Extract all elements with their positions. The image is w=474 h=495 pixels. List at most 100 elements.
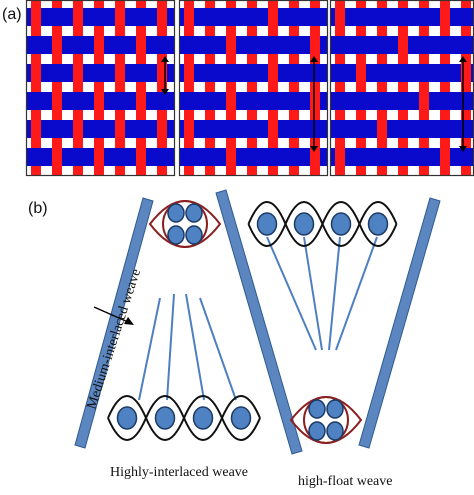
warp-yarn — [226, 0, 236, 176]
weave-border — [25, 0, 176, 177]
annotation-arrow — [93, 306, 134, 325]
warp-over-weft — [377, 120, 387, 138]
warp-yarn — [335, 0, 345, 176]
weaving-yarn — [107, 395, 261, 441]
warp-yarn — [73, 0, 83, 176]
warp-over-weft — [356, 64, 366, 82]
warp-over-weft — [157, 8, 167, 26]
weft-yarn — [330, 8, 474, 26]
warp-over-weft — [157, 64, 167, 82]
warp-over-weft — [440, 8, 450, 26]
warp-over-weft — [398, 36, 408, 54]
weft-yarn — [26, 64, 175, 82]
warp-yarn — [440, 0, 450, 176]
warp-yarn — [289, 0, 299, 176]
warp-over-weft — [52, 36, 62, 54]
warp-yarn — [419, 0, 429, 176]
warp-yarn — [184, 0, 194, 176]
warp-over-weft — [335, 8, 345, 26]
warp-yarn — [31, 0, 41, 176]
fiber-cross-section — [154, 406, 176, 430]
high-float-weave-caption: high-float weave — [298, 474, 392, 489]
warp-yarn — [356, 0, 366, 176]
warp-yarn — [268, 0, 278, 176]
fiber-cross-section — [116, 406, 138, 430]
warp-over-weft — [268, 120, 278, 138]
warp-over-weft — [310, 92, 320, 110]
weave-pattern-interlaced — [25, 0, 176, 177]
weft-yarn — [26, 120, 175, 138]
warp-yarn — [377, 0, 387, 176]
weave-pattern-medium-float — [178, 0, 329, 177]
medium-interlaced-weave-label: Medium-interlaced weave — [85, 267, 145, 411]
warp-over-weft — [31, 64, 41, 82]
warp-over-weft — [115, 8, 125, 26]
weft-yarn — [179, 92, 328, 110]
weft-yarn — [330, 92, 474, 110]
fiber-lines-left — [138, 293, 237, 401]
warp-over-weft — [268, 64, 278, 82]
warp-over-weft — [136, 92, 146, 110]
weft-yarn — [330, 120, 474, 138]
warp-over-weft — [115, 120, 125, 138]
warp-over-weft — [184, 8, 194, 26]
warp-over-weft — [31, 8, 41, 26]
arrow-head — [459, 56, 467, 62]
warp-over-weft — [440, 148, 450, 166]
panel-b: (b) — [28, 189, 441, 489]
panel-a-label: (a) — [2, 6, 22, 23]
fiber-lines-right — [266, 236, 378, 351]
warp-over-weft — [268, 8, 278, 26]
fiber-bundle-top — [148, 200, 222, 248]
warp-over-weft — [115, 64, 125, 82]
arrow-head — [310, 56, 318, 62]
warp-over-weft — [157, 120, 167, 138]
warp-over-weft — [184, 120, 194, 138]
warp-over-weft — [184, 64, 194, 82]
fiber-bundle-bottom — [289, 396, 363, 444]
weave-pattern-high-float — [329, 0, 474, 177]
warp-over-weft — [226, 148, 236, 166]
warp-over-weft — [52, 92, 62, 110]
warp-over-weft — [52, 148, 62, 166]
warp-over-weft — [73, 120, 83, 138]
warp-over-weft — [94, 92, 104, 110]
warp-over-weft — [136, 36, 146, 54]
warp-over-weft — [310, 36, 320, 54]
weft-yarn — [330, 148, 474, 166]
warp-over-weft — [94, 148, 104, 166]
yarn-cross-section-chain-bottom — [107, 395, 261, 441]
weave-border — [178, 0, 329, 177]
warp-yarn — [461, 0, 471, 176]
arrow-head — [161, 56, 169, 62]
warp-over-weft — [73, 8, 83, 26]
arrow-head — [161, 89, 169, 95]
warp-yarn — [310, 0, 320, 176]
fiber-cross-section — [256, 212, 278, 236]
panel-a: (a) — [2, 0, 474, 177]
warp-over-weft — [461, 64, 471, 82]
fiber-cross-section — [367, 212, 389, 236]
weft-yarn — [179, 148, 328, 166]
warp-yarn — [398, 0, 408, 176]
warp-over-weft — [335, 148, 345, 166]
warp-yarn — [136, 0, 146, 176]
warp-over-weft — [310, 148, 320, 166]
fiber-cross-section — [192, 406, 214, 430]
arrow-head — [310, 146, 318, 152]
arrow-head — [459, 146, 467, 152]
rod-left — [74, 197, 154, 449]
weft-yarn — [179, 64, 328, 82]
warp-over-weft — [94, 36, 104, 54]
rod-right — [358, 197, 441, 449]
warp-over-weft — [73, 64, 83, 82]
warp-yarn — [52, 0, 62, 176]
rod-middle — [215, 189, 303, 455]
fiber-cross-section — [330, 212, 352, 236]
weft-yarn — [179, 120, 328, 138]
warp-yarn — [115, 0, 125, 176]
warp-over-weft — [136, 148, 146, 166]
weaving-yarn — [247, 201, 398, 247]
warp-yarn — [205, 0, 215, 176]
